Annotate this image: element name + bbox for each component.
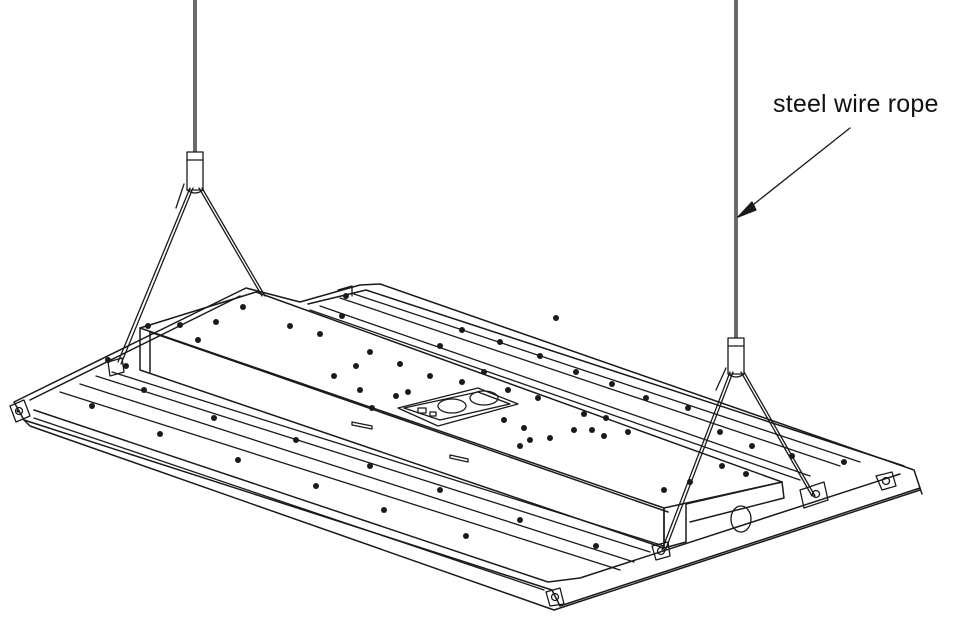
fasteners [16,293,847,549]
left-steel-wire [194,0,196,152]
side-knockout-hole [731,506,751,532]
callout-arrow [738,128,850,217]
right-steel-wire [735,0,737,338]
left-wire-gripper [187,152,203,193]
left-y-hanger [118,184,265,364]
back-rails [310,294,860,480]
junction-plate [398,388,518,426]
driver-box [140,292,784,548]
steel-wire-rope-label: steel wire rope [773,90,939,118]
right-y-hanger [662,368,815,551]
corner-brackets [10,286,896,606]
right-wire-gripper [728,338,744,377]
front-rails [34,372,664,590]
vent-slots [352,422,468,462]
